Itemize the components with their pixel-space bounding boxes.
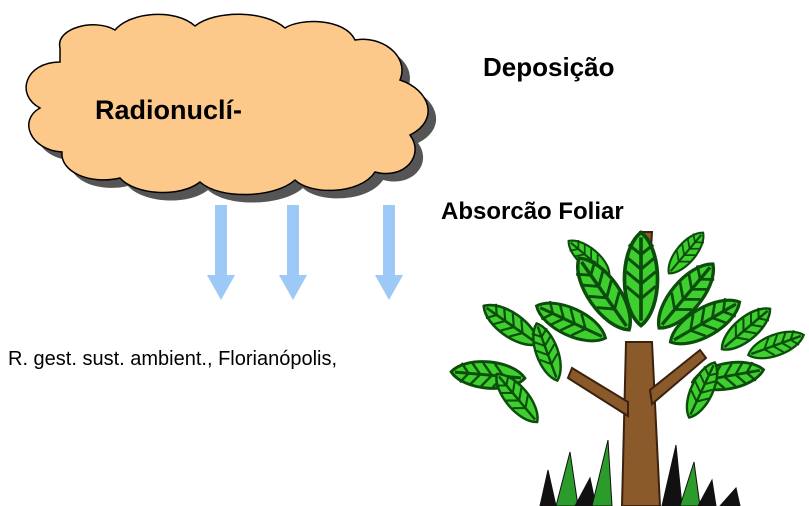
foliar-absorption-label: Absorcão Foliar	[441, 198, 624, 226]
deposition-label: Deposição	[483, 52, 615, 83]
cloud-label: Radionuclí-	[95, 95, 242, 126]
tree-illustration	[450, 227, 807, 506]
arrow-down-icon	[279, 205, 307, 300]
arrow-down-icon	[207, 205, 235, 300]
citation-text: R. gest. sust. ambient., Florianópolis,	[8, 348, 337, 371]
arrow-down-icon	[375, 205, 403, 300]
